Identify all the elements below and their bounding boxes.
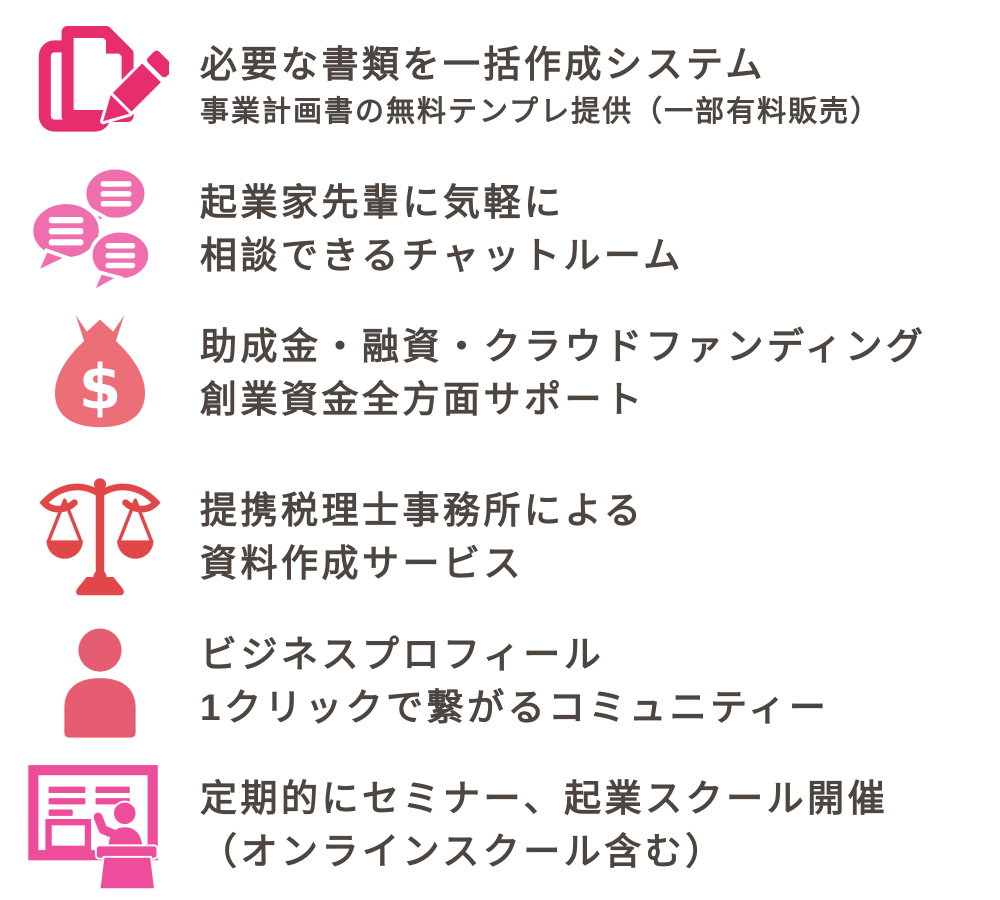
icon-cell (0, 761, 200, 891)
feature-text: 提携税理士事務所による 資料作成サービス (200, 485, 644, 590)
feature-title: 定期的にセミナー、起業スクール開催 (200, 778, 889, 820)
feature-row-profile: ビジネスプロフィール 1クリックで繋がるコミュニティー (0, 610, 1000, 754)
chat-bubbles-icon (29, 165, 152, 297)
icon-cell (0, 20, 200, 152)
feature-text: ビジネスプロフィール 1クリックで繋がるコミュニティー (200, 629, 829, 734)
feature-text: 必要な書類を一括作成システム 事業計画書の無料テンプレ提供（一部有料販売） (200, 39, 881, 133)
icon-cell (0, 159, 200, 301)
feature-row-documents: 必要な書類を一括作成システム 事業計画書の無料テンプレ提供（一部有料販売） (0, 14, 1000, 158)
feature-title: 必要な書類を一括作成システム (200, 44, 766, 86)
icon-cell (0, 623, 200, 742)
feature-row-chat: 起業家先輩に気軽に 相談できるチャットルーム (0, 158, 1000, 302)
balance-scales-icon (39, 478, 161, 596)
feature-row-tax: 提携税理士事務所による 資料作成サービス (0, 466, 1000, 610)
feature-subtitle: 創業資金全方面サポート (200, 379, 646, 420)
feature-row-seminar: 定期的にセミナー、起業スクール開催 （オンラインスクール含む） (0, 754, 1000, 898)
feature-subtitle: （オンラインスクール含む） (200, 831, 726, 872)
feature-subtitle: 1クリックで繋がるコミュニティー (200, 687, 830, 728)
icon-cell (0, 477, 200, 599)
feature-row-funding: $ 助成金・融資・クラウドファンディング 創業資金全方面サポート (0, 302, 1000, 446)
feature-subtitle: 事業計画書の無料テンプレ提供（一部有料販売） (200, 95, 882, 128)
feature-text: 起業家先輩に気軽に 相談できるチャットルーム (200, 177, 684, 282)
feature-text: 助成金・融資・クラウドファンディング 創業資金全方面サポート (200, 321, 926, 426)
feature-title: ビジネスプロフィール (200, 634, 605, 676)
icon-cell: $ (0, 313, 200, 436)
feature-title: 助成金・融資・クラウドファンディング (200, 326, 927, 368)
feature-title: 提携税理士事務所による (200, 490, 645, 532)
feature-text: 定期的にセミナー、起業スクール開催 （オンラインスクール含む） (200, 773, 888, 878)
feature-subtitle: 資料作成サービス (200, 543, 524, 584)
feature-title: 起業家先輩に気軽に (200, 182, 565, 224)
money-bag-icon: $ (54, 314, 146, 427)
feature-subtitle: 相談できるチャットルーム (200, 235, 684, 276)
svg-text:$: $ (79, 351, 122, 423)
seminar-presentation-icon (28, 765, 159, 891)
person-icon (64, 628, 136, 738)
documents-pencil-icon (38, 26, 169, 132)
